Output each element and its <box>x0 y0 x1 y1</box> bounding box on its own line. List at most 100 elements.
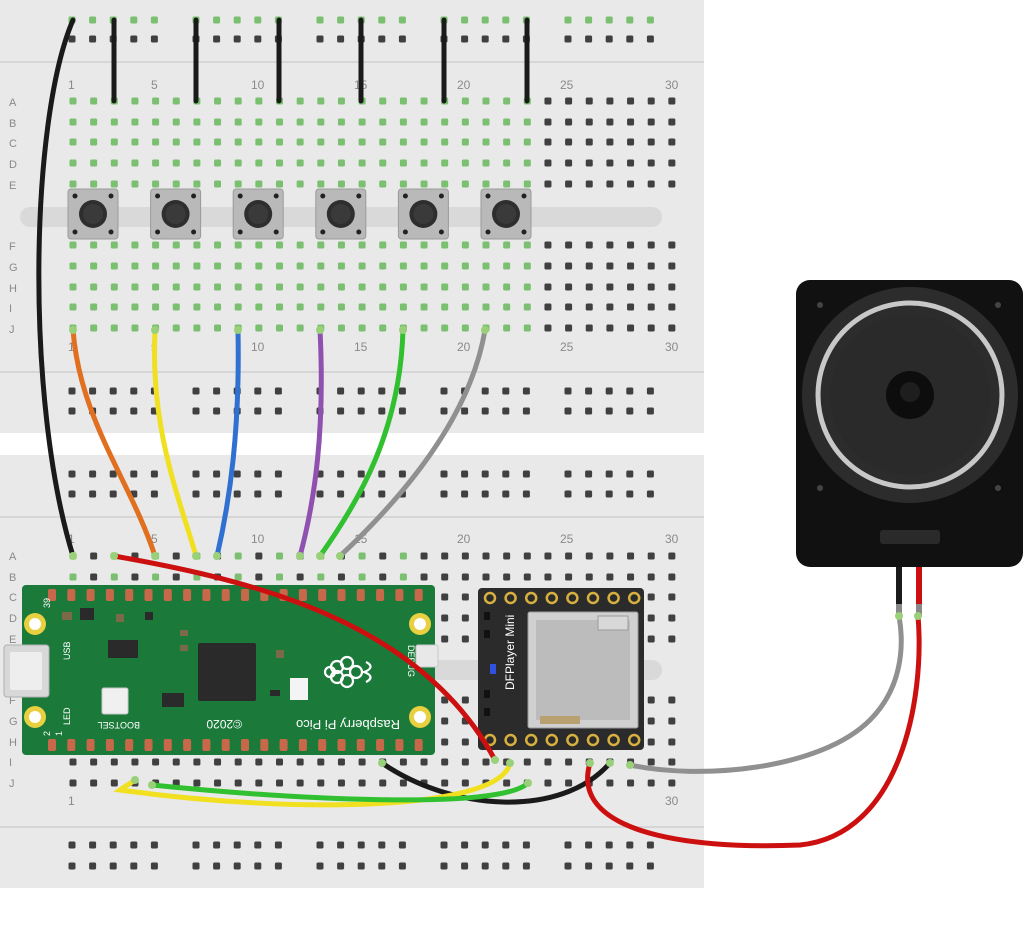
breadboard-hole <box>399 241 407 249</box>
column-label: 1 <box>68 532 75 546</box>
breadboard-hole <box>646 490 654 498</box>
breadboard-hole <box>255 552 263 560</box>
pin-1-label: 1 <box>54 731 64 736</box>
push-button[interactable] <box>67 188 119 240</box>
breadboard-hole <box>254 35 262 43</box>
breadboard-hole <box>523 159 531 167</box>
breadboard-hole <box>234 303 242 311</box>
breadboard-hole <box>172 118 180 126</box>
breadboard-hole <box>565 118 573 126</box>
breadboard-hole <box>647 758 655 766</box>
breadboard-hole <box>482 552 490 560</box>
breadboard-hole <box>668 635 676 643</box>
breadboard-hole <box>69 303 77 311</box>
breadboard-hole <box>130 35 138 43</box>
breadboard-hole <box>482 180 490 188</box>
breadboard-hole <box>503 241 511 249</box>
breadboard-hole <box>420 159 428 167</box>
column-label: 5 <box>151 532 158 546</box>
breadboard-hole <box>357 407 365 415</box>
pico-pin <box>105 589 114 601</box>
push-button[interactable] <box>315 188 367 240</box>
breadboard-hole <box>647 573 655 581</box>
breadboard-hole <box>110 303 118 311</box>
dfplayer-pin <box>545 733 559 747</box>
breadboard-hole <box>420 138 428 146</box>
breadboard-hole <box>606 573 614 581</box>
breadboard-hole <box>274 387 282 395</box>
breadboard-hole <box>441 324 449 332</box>
breadboard-hole <box>150 490 158 498</box>
breadboard-hole <box>213 862 221 870</box>
breadboard-hole <box>565 303 573 311</box>
breadboard-hole <box>255 241 263 249</box>
breadboard-hole <box>255 262 263 270</box>
breadboard-hole <box>647 738 655 746</box>
breadboard-hole <box>152 303 160 311</box>
push-button[interactable] <box>232 188 284 240</box>
breadboard-hole <box>461 159 469 167</box>
breadboard-hole <box>233 16 241 24</box>
breadboard-hole <box>461 552 469 560</box>
breadboard-hole <box>626 387 634 395</box>
breadboard-hole <box>378 862 386 870</box>
column-label: 10 <box>251 532 265 546</box>
wire-end <box>378 759 386 767</box>
breadboard-hole <box>605 841 613 849</box>
bootsel-button <box>101 687 129 715</box>
breadboard-hole <box>150 35 158 43</box>
breadboard-hole <box>357 470 365 478</box>
breadboard-hole <box>379 138 387 146</box>
breadboard-hole <box>109 490 117 498</box>
breadboard-hole <box>131 138 139 146</box>
breadboard-hole <box>255 159 263 167</box>
breadboard-hole <box>523 241 531 249</box>
breadboard-hole <box>317 573 325 581</box>
breadboard-hole <box>150 16 158 24</box>
wire-end <box>234 326 242 334</box>
push-button[interactable] <box>480 188 532 240</box>
breadboard-hole <box>152 758 160 766</box>
breadboard-hole <box>565 758 573 766</box>
dfplayer-pin <box>627 733 641 747</box>
breadboard-hole <box>420 573 428 581</box>
breadboard-hole <box>646 387 654 395</box>
breadboard-hole <box>89 490 97 498</box>
wire-end <box>151 552 159 560</box>
breadboard-hole <box>274 470 282 478</box>
breadboard-hole <box>605 35 613 43</box>
breadboard-hole <box>233 490 241 498</box>
breadboard-hole <box>358 303 366 311</box>
breadboard-hole <box>585 841 593 849</box>
breadboard-hole <box>502 490 510 498</box>
breadboard-hole <box>647 303 655 311</box>
breadboard-hole <box>131 97 139 105</box>
breadboard-hole <box>130 841 138 849</box>
breadboard-hole <box>172 97 180 105</box>
breadboard-hole <box>668 593 676 601</box>
rp2040-chip <box>198 643 256 701</box>
breadboard-hole <box>152 97 160 105</box>
breadboard-hole <box>358 262 366 270</box>
wire-end <box>399 326 407 334</box>
wire-end <box>586 759 594 767</box>
push-button[interactable] <box>397 188 449 240</box>
breadboard-hole <box>585 97 593 105</box>
breadboard-hole <box>606 552 614 560</box>
breadboard-hole <box>130 470 138 478</box>
ground-wire-black <box>36 17 76 559</box>
bottom-column-labels-upper: 1 5 10 15 20 25 30 <box>68 532 679 546</box>
column-label: 15 <box>354 340 368 354</box>
pico-pin <box>67 739 76 751</box>
push-button[interactable] <box>150 188 202 240</box>
breadboard-hole <box>522 862 530 870</box>
breadboard-hole <box>152 118 160 126</box>
breadboard-hole <box>68 841 76 849</box>
usb-label: USB <box>62 641 72 660</box>
breadboard-hole <box>90 303 98 311</box>
breadboard-hole <box>255 283 263 291</box>
breadboard-hole <box>379 159 387 167</box>
wire-yellow-tx <box>113 760 513 808</box>
breadboard-hole <box>626 470 634 478</box>
breadboard-hole <box>565 159 573 167</box>
